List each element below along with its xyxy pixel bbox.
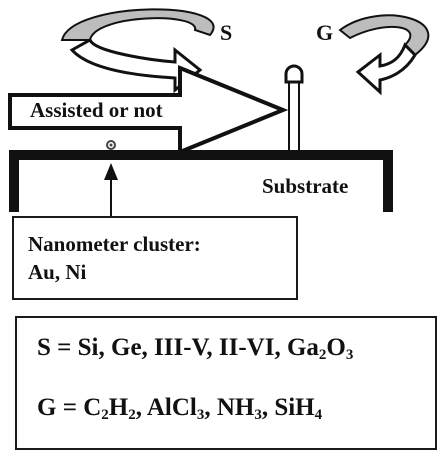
nanowire [284, 64, 304, 156]
substrate [9, 150, 393, 212]
assisted-arrow [8, 65, 289, 155]
gas-label: G [316, 20, 333, 45]
g-equation: G = C2H2, AlCl3, NH3, SiH4 [37, 394, 323, 423]
s-equation: S = Si, Ge, III-V, II-VI, Ga2O3 [37, 334, 354, 363]
assisted-label: Assisted or not [30, 98, 163, 122]
formula-box: S = Si, Ge, III-V, II-VI, Ga2O3 G = C2H2… [15, 316, 437, 450]
source-label: S [220, 20, 232, 45]
cluster-metals: Au, Ni [28, 260, 87, 284]
cluster-callout: Nanometer cluster: Au, Ni [12, 216, 298, 300]
s-curved-arrow [60, 8, 215, 94]
cluster-pointer-arrow [104, 163, 118, 218]
substrate-label: Substrate [262, 174, 348, 198]
cluster-title: Nanometer cluster: [28, 232, 201, 256]
g-curved-arrow [338, 14, 430, 96]
